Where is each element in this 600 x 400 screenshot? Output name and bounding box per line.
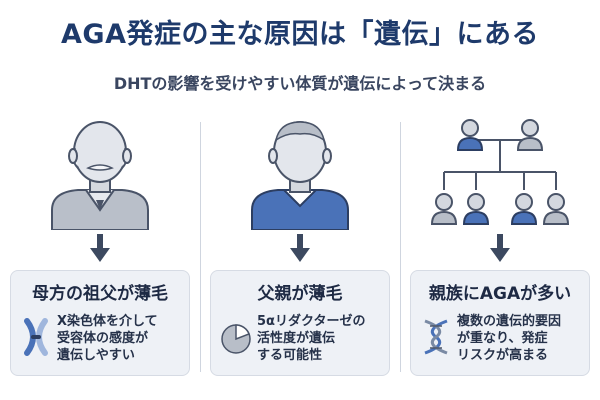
man-thinning-hair-icon — [251, 121, 349, 230]
card-description: 複数の遺伝的要因 が重なり、発症 リスクが高まる — [457, 313, 587, 364]
card-description-line: 遺伝しやすい — [57, 348, 135, 363]
page-subtitle: DHTの影響を受けやすい体質が遺伝によって決まる — [113, 74, 487, 93]
arrow-down-icon — [490, 234, 510, 262]
dna-icon — [424, 319, 448, 355]
card-description: X染色体を介して 受容体の感度が 遺伝しやすい — [57, 313, 187, 364]
card-description-line: 複数の遺伝的要因 — [457, 314, 562, 329]
card-description-line: 受容体の感度が — [57, 331, 149, 346]
family-tree-icon — [430, 119, 570, 225]
info-card: 母方の祖父が薄毛 X染色体を介して 受容体の感度が 遺伝しやすい — [10, 270, 190, 376]
column-divider — [400, 122, 401, 372]
column-maternal-grandfather: 母方の祖父が薄毛 X染色体を介して 受容体の感度が 遺伝しやすい — [0, 110, 200, 400]
person-icon — [462, 193, 490, 225]
person-icon — [516, 119, 544, 151]
card-description-line: 5αリダクターゼの — [257, 314, 366, 329]
page-title: AGA発症の主な原因は「遺伝」にある — [61, 19, 539, 50]
pie-chart-icon — [221, 324, 251, 354]
card-title: 父親が薄毛 — [257, 284, 343, 304]
chromosome-icon — [24, 318, 48, 356]
person-icon — [456, 119, 484, 151]
info-card: 親族にAGAが多い 複数の遺伝的要因 が重なり、発症 リスクが高まる — [410, 270, 590, 376]
card-description-line: 活性度が遺伝 — [257, 331, 336, 346]
column-father: 父親が薄毛 5αリダクターゼの 活性度が遺伝 する可能性 — [200, 110, 400, 400]
card-title: 母方の祖父が薄毛 — [32, 284, 168, 304]
card-title: 親族にAGAが多い — [428, 284, 572, 304]
card-description-line: する可能性 — [257, 348, 323, 363]
arrow-down-icon — [90, 234, 110, 262]
person-icon — [542, 193, 570, 225]
person-icon — [430, 193, 458, 225]
elderly-man-icon — [51, 121, 149, 230]
info-card: 父親が薄毛 5αリダクターゼの 活性度が遺伝 する可能性 — [210, 270, 390, 376]
person-icon — [510, 193, 538, 225]
card-description-line: リスクが高まる — [457, 348, 549, 363]
column-divider — [200, 122, 201, 372]
arrow-down-icon — [290, 234, 310, 262]
card-description-line: X染色体を介して — [57, 314, 158, 329]
card-description-line: が重なり、発症 — [457, 331, 548, 346]
column-relatives: 親族にAGAが多い 複数の遺伝的要因 が重なり、発症 リスクが高まる — [400, 110, 600, 400]
card-description: 5αリダクターゼの 活性度が遺伝 する可能性 — [257, 313, 387, 364]
